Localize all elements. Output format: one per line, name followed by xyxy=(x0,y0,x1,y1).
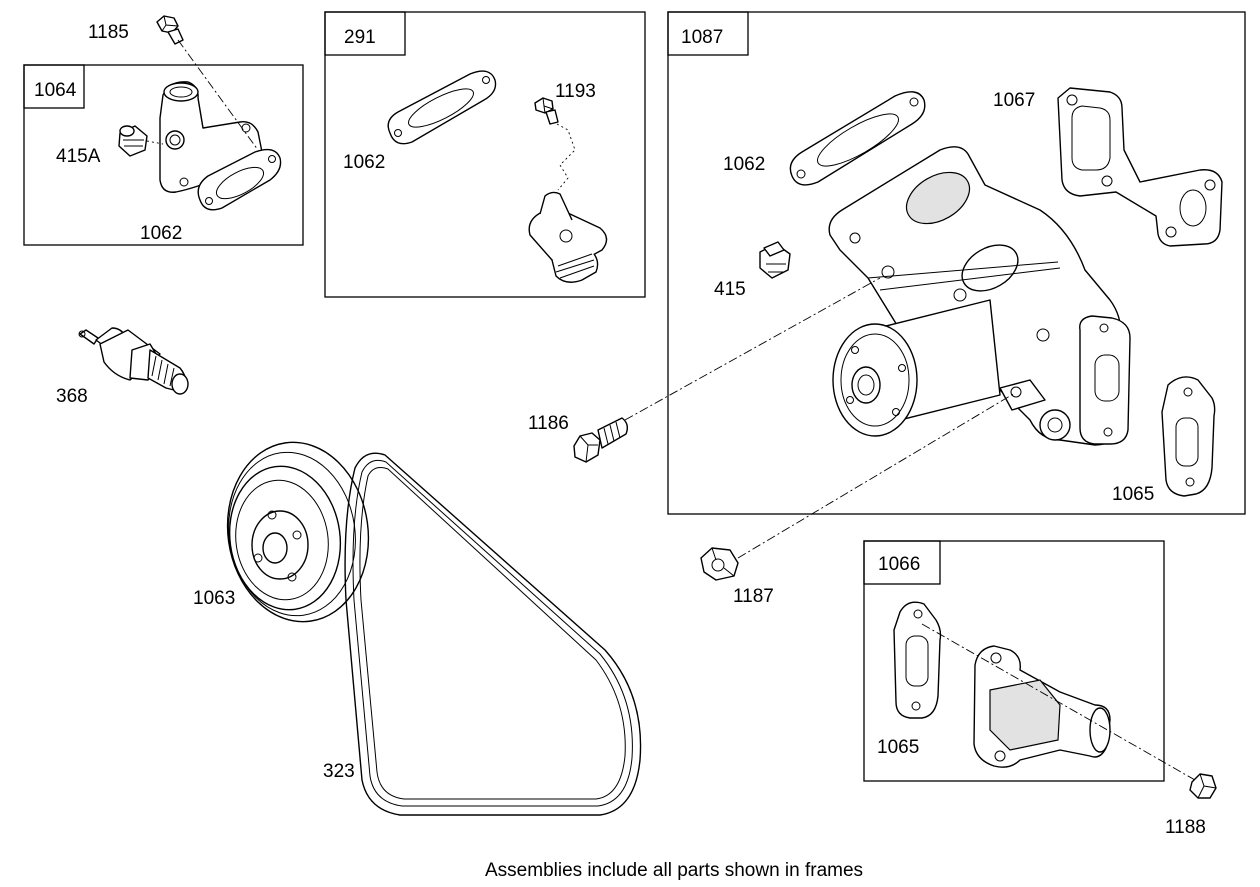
label-415A: 415A xyxy=(56,146,101,167)
water-pump-body xyxy=(828,146,1131,446)
frame-1066: 1066 xyxy=(863,540,1165,782)
bolt-1186 xyxy=(573,417,629,463)
frame-label-1066: 1066 xyxy=(878,554,920,575)
v-belt-323 xyxy=(344,452,642,816)
thermostat-291 xyxy=(528,191,608,283)
bolt-1193 xyxy=(534,97,559,125)
footer-note: Assemblies include all parts shown in fr… xyxy=(485,860,863,881)
label-1065-a: 1065 xyxy=(1112,484,1154,505)
gasket-1062-b xyxy=(387,70,497,145)
plug-415 xyxy=(759,241,791,279)
frame-1064: 1064 xyxy=(23,64,304,246)
water-outlet-1066 xyxy=(973,645,1111,768)
frame-label-1064: 1064 xyxy=(34,80,77,101)
label-368: 368 xyxy=(56,386,88,407)
label-1188: 1188 xyxy=(1165,817,1206,838)
frame-label-291: 291 xyxy=(344,27,376,48)
label-323: 323 xyxy=(323,761,355,782)
label-415: 415 xyxy=(714,279,746,300)
pulley-1063 xyxy=(226,441,370,623)
label-1185: 1185 xyxy=(88,22,129,43)
bolt-1188 xyxy=(1189,773,1217,799)
label-1193: 1193 xyxy=(555,81,596,102)
frame-291: 291 xyxy=(324,11,646,298)
label-1067: 1067 xyxy=(993,90,1035,111)
label-1062-b: 1062 xyxy=(343,152,385,173)
nut-1187 xyxy=(700,547,739,581)
gasket-1067 xyxy=(1057,87,1223,247)
frame-label-1087: 1087 xyxy=(681,27,723,48)
gasket-1062-c xyxy=(789,91,926,186)
gasket-1065-b xyxy=(893,601,942,719)
gasket-1065-a xyxy=(1161,376,1216,497)
label-1065-b: 1065 xyxy=(877,737,919,758)
label-1187: 1187 xyxy=(733,586,774,607)
frame-1087: 1087 xyxy=(667,11,1246,515)
label-1062-a: 1062 xyxy=(140,223,182,244)
water-pump-hub xyxy=(832,299,1001,437)
temp-sender-368 xyxy=(78,327,189,395)
gasket-1062-a xyxy=(197,148,282,211)
plug-415A xyxy=(118,125,148,157)
label-1062-c: 1062 xyxy=(723,154,765,175)
bolt-1185 xyxy=(156,15,184,45)
label-1186: 1186 xyxy=(528,413,569,434)
label-1063: 1063 xyxy=(193,588,235,609)
